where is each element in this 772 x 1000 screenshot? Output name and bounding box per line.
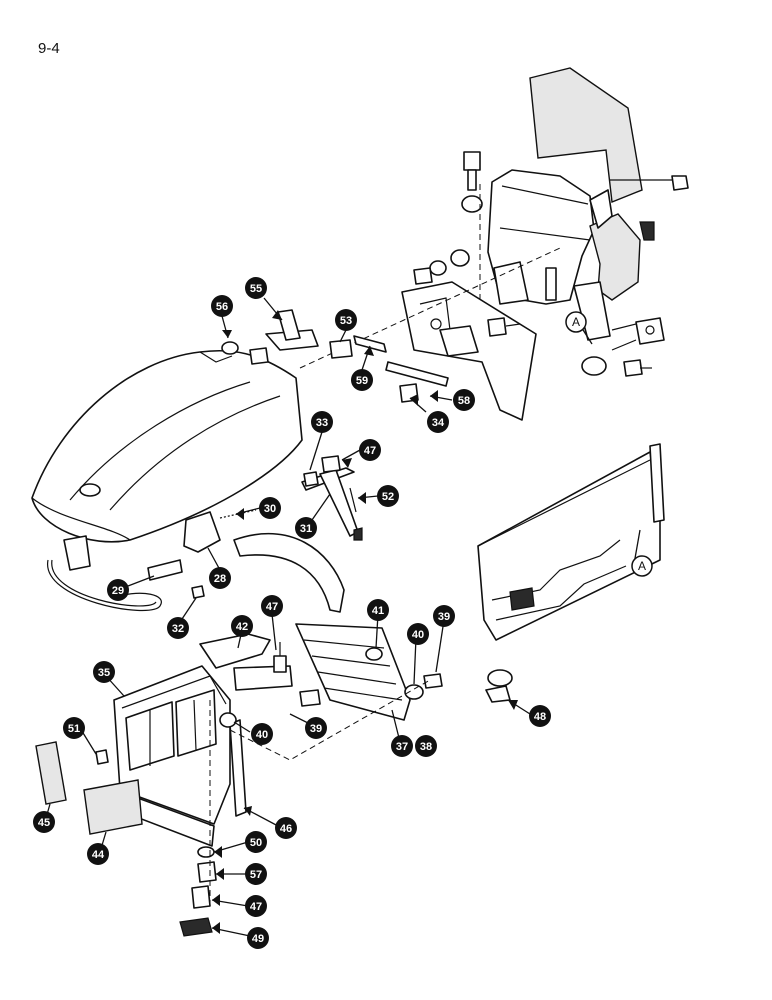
callout-badge: 58 [453, 389, 475, 411]
callout-badge: 56 [211, 295, 233, 317]
callout-badge: 52 [377, 485, 399, 507]
svg-text:35: 35 [98, 667, 110, 679]
reference-markers: A A [565, 311, 653, 577]
callout-badge: 53 [335, 309, 357, 331]
callout-badge: 39 [305, 717, 327, 739]
svg-text:39: 39 [438, 611, 450, 623]
svg-text:31: 31 [300, 523, 312, 535]
svg-text:44: 44 [92, 849, 105, 861]
callout-badge: 33 [311, 411, 333, 433]
callout-badge: 40 [251, 723, 273, 745]
callout-badge: 41 [367, 599, 389, 621]
callout-badge: 42 [231, 615, 253, 637]
front-hardware [95, 642, 443, 937]
reference-marker: A [565, 311, 587, 333]
side-trim-pieces [35, 741, 143, 835]
callout-badge: 47 [261, 595, 283, 617]
svg-text:34: 34 [432, 417, 445, 429]
callout-badge: 44 [87, 843, 109, 865]
svg-text:32: 32 [172, 623, 184, 635]
hinge-brackets [221, 309, 449, 403]
svg-text:29: 29 [112, 585, 124, 597]
callout-badge: 48 [529, 705, 551, 727]
callout-badge: 47 [359, 439, 381, 461]
svg-text:46: 46 [280, 823, 292, 835]
svg-text:51: 51 [68, 723, 80, 735]
callout-badge: 39 [433, 605, 455, 627]
callout-badge: 31 [295, 517, 317, 539]
svg-text:57: 57 [250, 869, 262, 881]
svg-text:50: 50 [250, 837, 262, 849]
svg-text:39: 39 [310, 723, 322, 735]
svg-text:48: 48 [534, 711, 546, 723]
svg-text:33: 33 [316, 417, 328, 429]
svg-text:40: 40 [412, 629, 424, 641]
leader-lines [45, 297, 641, 937]
callout-badge: 50 [245, 831, 267, 853]
svg-text:56: 56 [216, 301, 228, 313]
latch-assembly [47, 455, 363, 613]
svg-text:53: 53 [340, 315, 352, 327]
svg-text:28: 28 [214, 573, 226, 585]
svg-text:47: 47 [266, 601, 278, 613]
side-panel [477, 443, 665, 703]
svg-text:52: 52 [382, 491, 394, 503]
svg-text:40: 40 [256, 729, 268, 741]
callout-badges: 56 55 53 59 58 34 33 47 52 31 30 28 29 3… [33, 277, 551, 949]
svg-text:47: 47 [250, 901, 262, 913]
svg-text:55: 55 [250, 283, 262, 295]
svg-text:59: 59 [356, 375, 368, 387]
callout-badge: 59 [351, 369, 373, 391]
callout-badge: 37 [391, 735, 413, 757]
upper-hardware [299, 151, 561, 369]
svg-text:47: 47 [364, 445, 376, 457]
callout-badge: 30 [259, 497, 281, 519]
svg-text:A: A [572, 315, 580, 329]
svg-text:A: A [638, 559, 646, 573]
callout-badge: 40 [407, 623, 429, 645]
callout-badge: 57 [245, 863, 267, 885]
svg-text:37: 37 [396, 741, 408, 753]
svg-text:38: 38 [420, 741, 432, 753]
callout-badge: 47 [245, 895, 267, 917]
svg-text:45: 45 [38, 817, 50, 829]
callout-badge: 34 [427, 411, 449, 433]
callout-badge: 35 [93, 661, 115, 683]
rear-mounting-plate [401, 281, 537, 421]
callout-badge: 46 [275, 817, 297, 839]
svg-text:30: 30 [264, 503, 276, 515]
callout-badge: 55 [245, 277, 267, 299]
svg-text:41: 41 [372, 605, 384, 617]
hood [31, 349, 303, 543]
svg-text:42: 42 [236, 621, 248, 633]
callout-badge: 32 [167, 617, 189, 639]
svg-text:49: 49 [252, 933, 264, 945]
callout-badge: 28 [209, 567, 231, 589]
callout-badge: 45 [33, 811, 55, 833]
reference-marker: A [631, 555, 653, 577]
callout-badge: 51 [63, 717, 85, 739]
callout-badge: 38 [415, 735, 437, 757]
callout-badge: 49 [247, 927, 269, 949]
front-grille-assembly [113, 623, 411, 847]
callout-badge: 29 [107, 579, 129, 601]
svg-text:58: 58 [458, 395, 470, 407]
page-number: 9-4 [38, 40, 60, 57]
